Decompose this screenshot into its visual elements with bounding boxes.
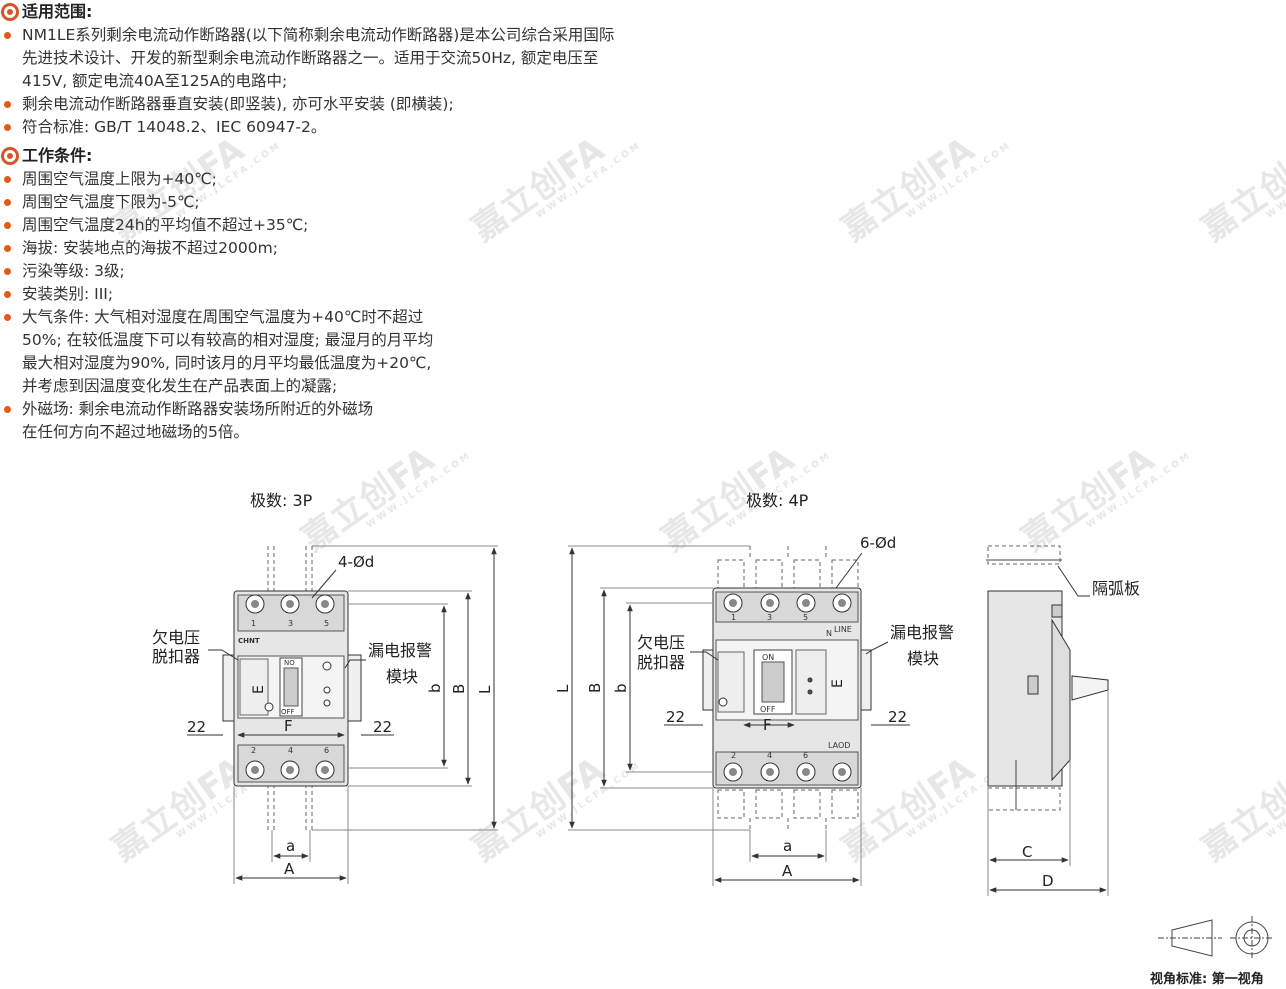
list-item: 符合标准: GB/T 14048.2、IEC 60947-2。 xyxy=(0,116,760,139)
svg-text:漏电报警: 漏电报警 xyxy=(368,641,432,660)
svg-text:a: a xyxy=(783,837,792,855)
list-item: 周围空气温度24h的平均值不超过+35℃; xyxy=(0,214,760,237)
svg-text:脱扣器: 脱扣器 xyxy=(637,653,685,672)
svg-text:模块: 模块 xyxy=(907,649,939,668)
svg-text:LINE: LINE xyxy=(834,625,852,634)
svg-text:2: 2 xyxy=(731,751,736,760)
svg-text:b: b xyxy=(612,683,630,693)
svg-text:3: 3 xyxy=(288,619,293,628)
svg-text:N: N xyxy=(826,629,832,638)
circle-bullet-icon xyxy=(1,147,19,165)
svg-text:22: 22 xyxy=(187,718,206,736)
svg-text:OFF: OFF xyxy=(760,705,776,714)
svg-text:C: C xyxy=(1022,843,1032,861)
brand-label: CHNT xyxy=(238,637,260,645)
list-item: 海拔: 安装地点的海拔不超过2000m; xyxy=(0,237,760,260)
svg-text:D: D xyxy=(1042,872,1054,890)
cable-dashed xyxy=(267,546,313,830)
drawing-3p: 极数: 3P 1 3 5 2 4 6 CHNT xyxy=(152,491,498,884)
svg-text:隔弧板: 隔弧板 xyxy=(1092,579,1140,598)
list-item: 周围空气温度上限为+40℃; xyxy=(0,168,760,191)
svg-text:脱扣器: 脱扣器 xyxy=(152,647,200,666)
svg-text:4: 4 xyxy=(767,751,772,760)
list-item: NM1LE系列剩余电流动作断路器(以下简称剩余电流动作断路器)是本公司综合采用国… xyxy=(0,24,760,93)
svg-text:B: B xyxy=(586,683,604,693)
svg-text:L: L xyxy=(554,684,572,693)
first-angle-projection-icon xyxy=(1158,916,1274,960)
list-item: 周围空气温度下限为-5℃; xyxy=(0,191,760,214)
svg-text:4: 4 xyxy=(288,746,293,755)
svg-text:ON: ON xyxy=(762,653,774,662)
svg-text:4-Ød: 4-Ød xyxy=(338,553,374,571)
svg-text:NO: NO xyxy=(284,659,295,667)
svg-text:1: 1 xyxy=(731,613,736,622)
svg-text:b: b xyxy=(426,683,444,693)
drawing-title: 极数: 3P xyxy=(250,491,313,510)
list-item: 剩余电流动作断路器垂直安装(即竖装), 亦可水平安装 (即横装); xyxy=(0,93,760,116)
operating-handle xyxy=(1071,675,1109,701)
section-conditions: 工作条件: 周围空气温度上限为+40℃; 周围空气温度下限为-5℃; 周围空气温… xyxy=(0,144,760,444)
drawing-title: 极数: 4P xyxy=(746,491,809,510)
svg-text:B: B xyxy=(450,684,468,694)
svg-text:E: E xyxy=(251,685,267,694)
svg-text:22: 22 xyxy=(666,708,685,726)
list-item: 大气条件: 大气相对湿度在周围空气温度为+40℃时不超过 50%; 在较低温度下… xyxy=(0,306,760,398)
svg-text:L: L xyxy=(476,685,494,694)
svg-text:22: 22 xyxy=(888,708,907,726)
breaker-side-body xyxy=(987,590,1063,787)
circle-bullet-icon xyxy=(1,3,19,21)
svg-text:22: 22 xyxy=(373,718,392,736)
section-heading: 适用范围: xyxy=(0,0,760,24)
svg-text:2: 2 xyxy=(251,746,256,755)
list-item: 污染等级: 3级; xyxy=(0,260,760,283)
svg-text:欠电压: 欠电压 xyxy=(637,633,685,652)
svg-text:模块: 模块 xyxy=(386,667,418,686)
list-item: 安装类别: III; xyxy=(0,283,760,306)
svg-text:漏电报警: 漏电报警 xyxy=(890,623,954,642)
svg-text:E: E xyxy=(830,679,846,688)
section-scope: 适用范围: NM1LE系列剩余电流动作断路器(以下简称剩余电流动作断路器)是本公… xyxy=(0,0,760,139)
svg-text:a: a xyxy=(286,837,295,855)
svg-text:3: 3 xyxy=(767,613,772,622)
svg-text:LAOD: LAOD xyxy=(828,741,850,750)
list-item: 外磁场: 剩余电流动作断路器安装场所附近的外磁场 在任何方向不超过地磁场的5倍。 xyxy=(0,398,760,444)
section-heading: 工作条件: xyxy=(0,144,760,168)
svg-text:OFF: OFF xyxy=(281,708,295,716)
svg-text:A: A xyxy=(782,862,793,880)
drawing-side-view: 隔弧板 C D xyxy=(986,545,1140,896)
drawing-4p: 极数: 4P 1 3 5 N LINE 2 4 6 xyxy=(554,491,954,886)
svg-text:5: 5 xyxy=(803,613,808,622)
svg-text:F: F xyxy=(284,717,293,735)
svg-text:欠电压: 欠电压 xyxy=(152,628,200,647)
svg-text:A: A xyxy=(284,860,295,878)
svg-text:6-Ød: 6-Ød xyxy=(860,534,896,552)
svg-text:5: 5 xyxy=(324,619,329,628)
svg-text:6: 6 xyxy=(324,746,329,755)
projection-label: 视角标准: 第一视角 xyxy=(1150,972,1264,987)
leakage-module xyxy=(346,654,362,722)
svg-text:F: F xyxy=(763,716,772,734)
svg-text:6: 6 xyxy=(803,751,808,760)
svg-text:1: 1 xyxy=(251,619,256,628)
